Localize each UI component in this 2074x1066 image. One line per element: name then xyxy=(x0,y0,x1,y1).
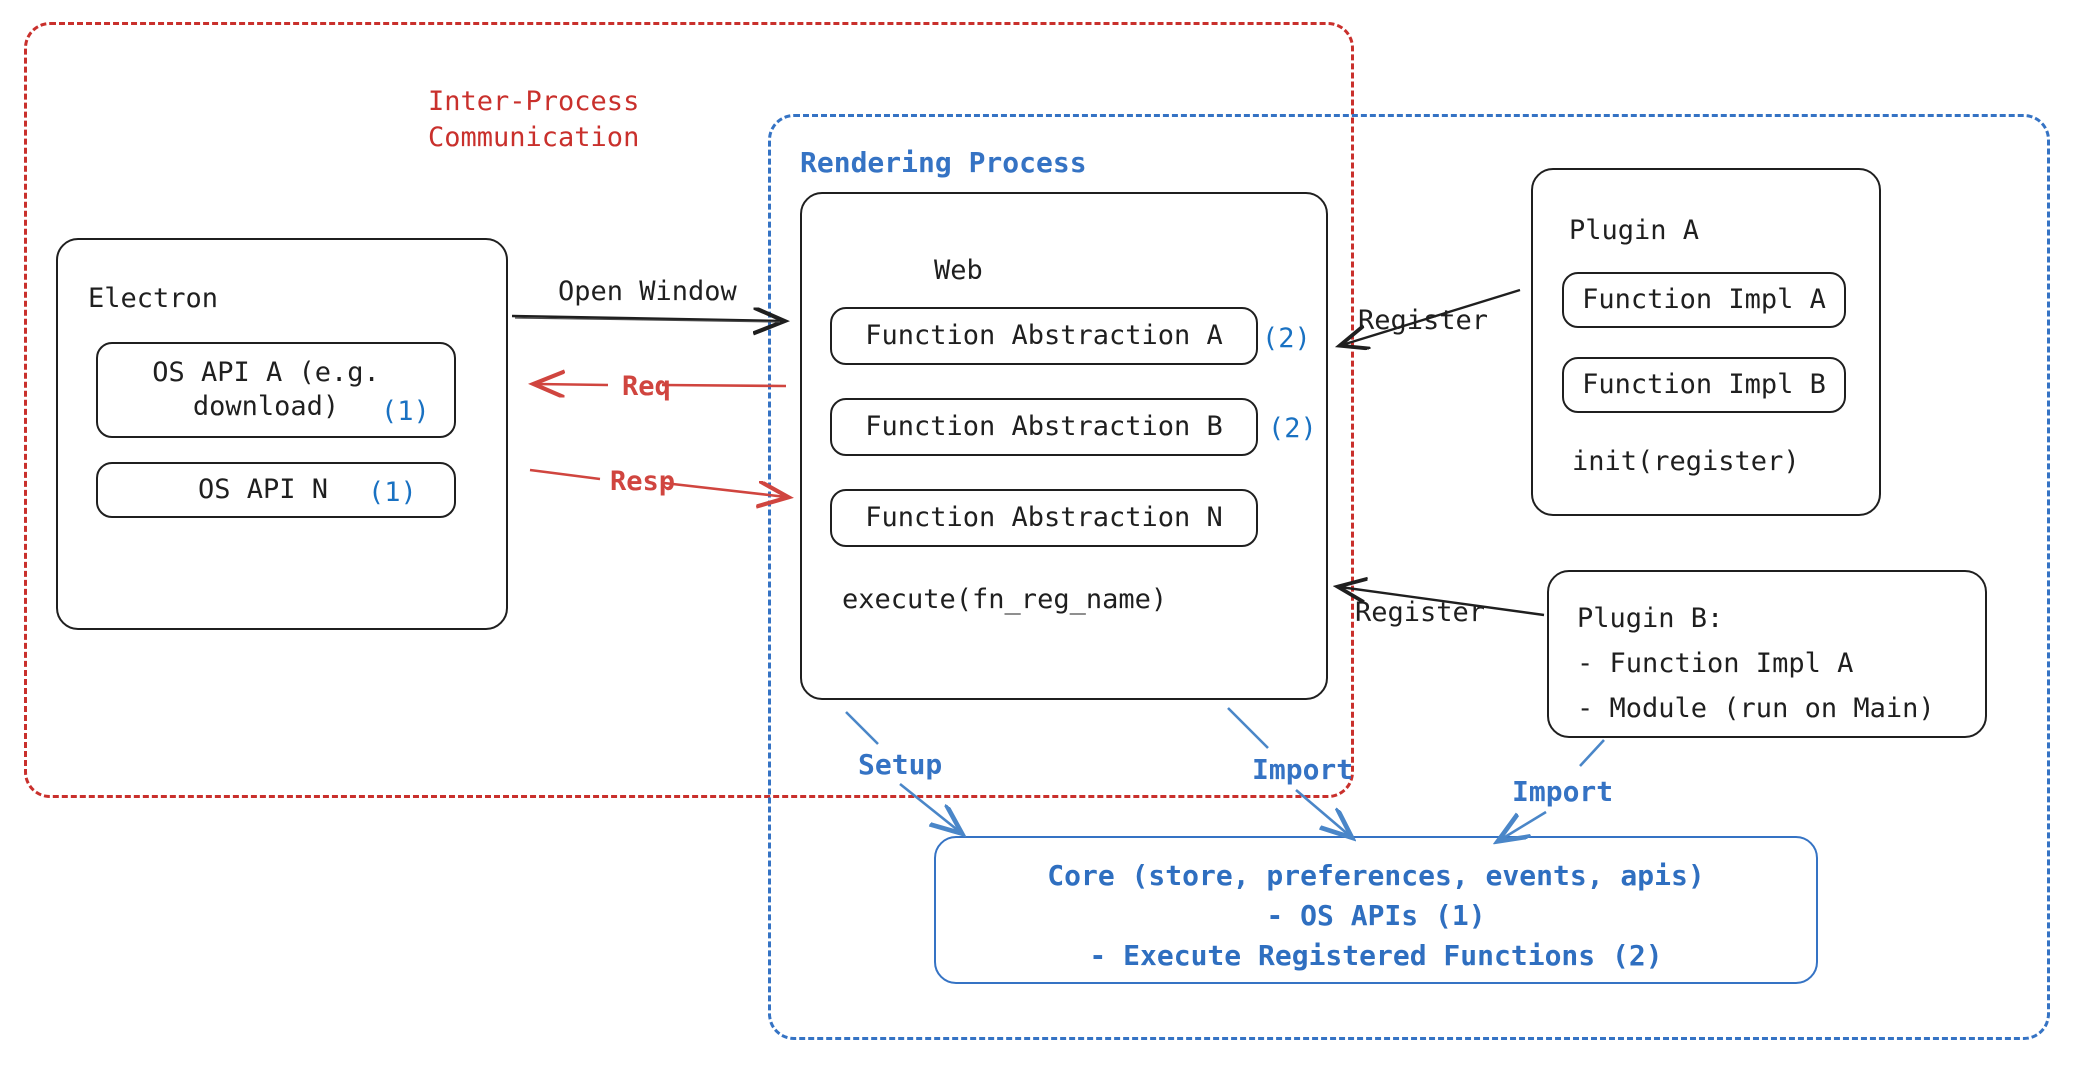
os-api-n-box[interactable]: OS API N xyxy=(96,462,456,518)
os-api-a-marker: (1) xyxy=(381,396,430,427)
web-execute-label: execute(fn_reg_name) xyxy=(842,584,1168,615)
core-box[interactable] xyxy=(934,836,1818,984)
core-line-3: - Execute Registered Functions (2) xyxy=(1089,938,1663,972)
core-line-2: - OS APIs (1) xyxy=(1266,898,1486,932)
os-api-a-box[interactable]: OS API A (e.g. download) xyxy=(96,342,456,438)
plugin-a-box[interactable] xyxy=(1531,168,1881,516)
group-rendering-process xyxy=(768,114,2050,1040)
edge-label-open-window: Open Window xyxy=(558,276,737,307)
edge-label-req: Req xyxy=(622,371,671,402)
plugin-a-function-impl-b-label: Function Impl B xyxy=(1582,369,1826,401)
plugin-a-function-impl-b-box[interactable]: Function Impl B xyxy=(1562,357,1846,413)
group-rendering-process-label: Rendering Process xyxy=(800,146,1087,179)
edge-label-resp: Resp xyxy=(610,466,676,497)
os-api-a-label: OS API A (e.g. download) xyxy=(152,357,380,422)
core-line-1: Core (store, preferences, events, apis) xyxy=(1047,859,1705,892)
edge-label-setup: Setup xyxy=(858,748,943,781)
os-api-n-marker: (1) xyxy=(368,477,417,508)
plugin-a-title: Plugin A xyxy=(1569,215,1700,246)
function-abstraction-a-box[interactable]: Function Abstraction A xyxy=(830,307,1258,365)
plugin-a-function-impl-a-box[interactable]: Function Impl A xyxy=(1562,272,1846,328)
electron-title: Electron xyxy=(88,283,219,314)
function-abstraction-n-box[interactable]: Function Abstraction N xyxy=(830,489,1258,547)
plugin-b-text: Plugin B: xyxy=(1577,603,1724,634)
edge-label-register-bottom: Register xyxy=(1355,597,1486,628)
group-ipc-label: Inter-Process Communication xyxy=(428,86,640,153)
edge-label-import-plugin-b: Import xyxy=(1512,775,1614,808)
function-abstraction-b-marker: (2) xyxy=(1268,413,1317,444)
plugin-b-item-function-impl-a: - Function Impl A xyxy=(1577,648,1854,679)
function-abstraction-b-box[interactable]: Function Abstraction B xyxy=(830,398,1258,456)
group-inter-process-communication xyxy=(24,22,1354,798)
function-abstraction-a-marker: (2) xyxy=(1262,323,1311,354)
function-abstraction-n-label: Function Abstraction N xyxy=(865,502,1223,534)
plugin-a-function-impl-a-label: Function Impl A xyxy=(1582,284,1826,316)
web-title: Web xyxy=(934,255,983,286)
edge-label-register-top: Register xyxy=(1358,305,1489,336)
function-abstraction-b-label: Function Abstraction B xyxy=(865,411,1223,443)
plugin-a-init-label: init(register) xyxy=(1572,446,1800,477)
function-abstraction-a-label: Function Abstraction A xyxy=(865,320,1223,352)
os-api-n-label: OS API N xyxy=(197,474,329,506)
core-text-block: Core (store, preferences, events, apis) … xyxy=(934,856,1818,975)
plugin-b-box[interactable] xyxy=(1547,570,1987,738)
plugin-b-item-module: - Module (run on Main) xyxy=(1577,693,1935,724)
edge-label-import-web: Import xyxy=(1252,753,1354,786)
